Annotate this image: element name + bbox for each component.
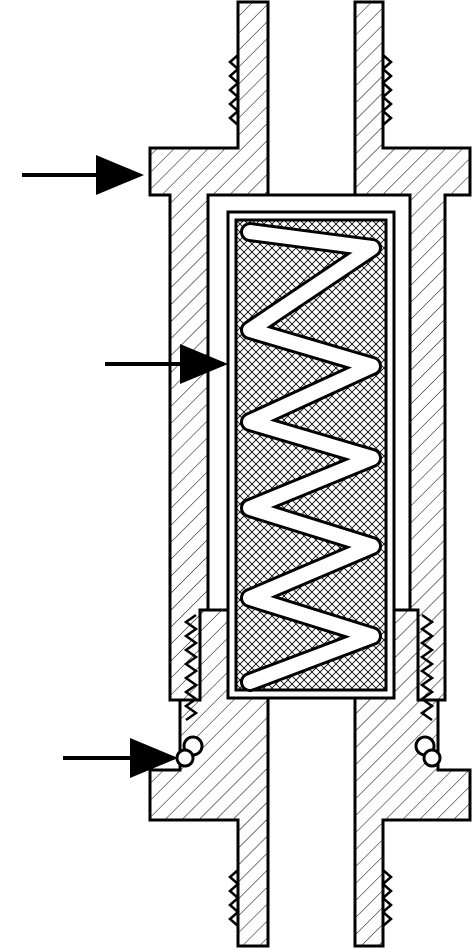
lower-end-fitting: [148, 608, 472, 948]
compression-spring: [240, 222, 382, 692]
o-ring-seal: [175, 735, 442, 768]
callout-arrows: [22, 155, 228, 778]
